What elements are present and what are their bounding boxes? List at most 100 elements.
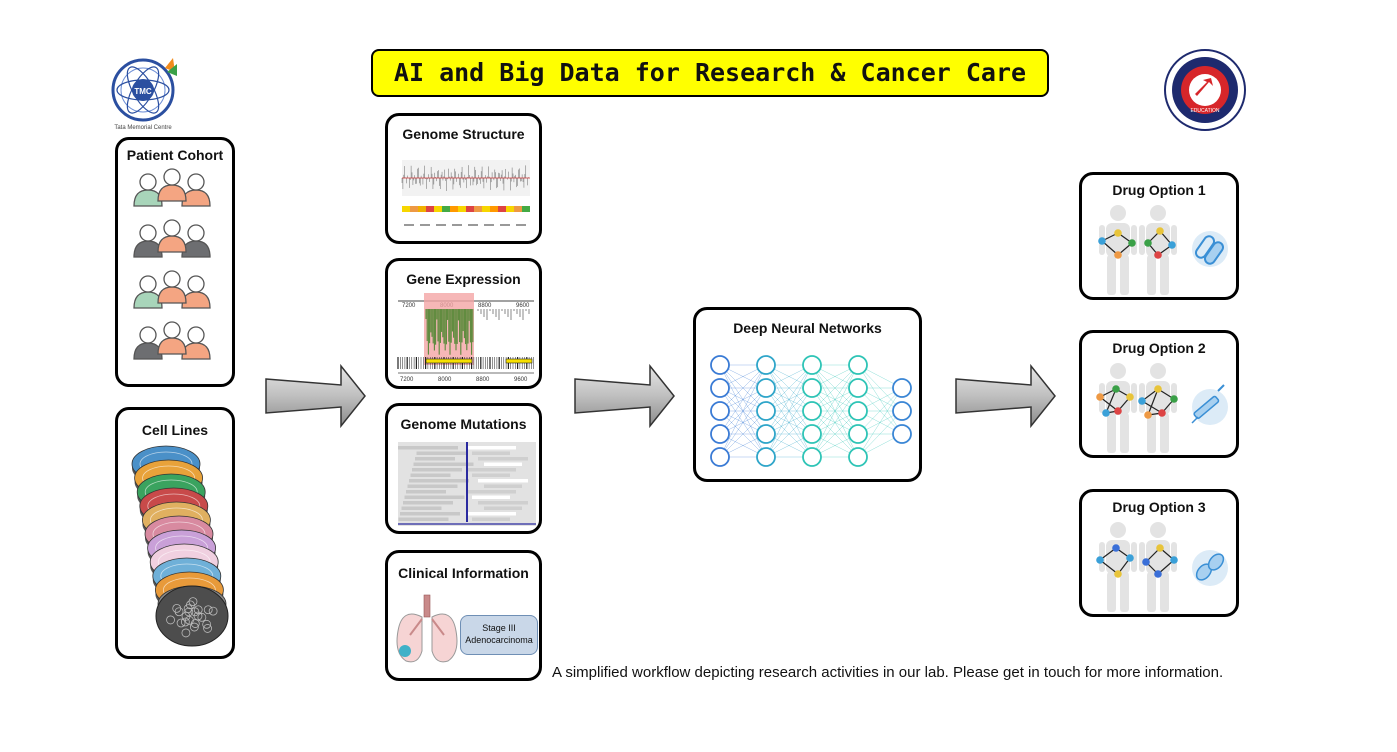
patient-cohort-people <box>133 168 211 360</box>
institute-seal-logo: EDUCATION <box>1164 49 1246 131</box>
network-node <box>802 401 822 421</box>
network-node <box>756 447 776 467</box>
arrow-data-to-network <box>574 363 675 429</box>
heatmap-cell <box>450 206 458 212</box>
drug-option-2-figure <box>1096 363 1228 453</box>
network-node <box>710 447 730 467</box>
seal-center-text: EDUCATION <box>1190 108 1219 114</box>
diagnosis-label: Adenocarcinoma <box>465 635 533 645</box>
drug-option-2-panel: Drug Option 2 <box>1079 330 1239 458</box>
heatmap-cell <box>474 206 482 212</box>
pathway-network <box>1096 544 1134 578</box>
ideogram-segment <box>500 224 510 226</box>
stage-label: Stage III <box>482 623 516 633</box>
heatmap-cell <box>482 206 490 212</box>
patient-cohort-panel: Patient Cohort <box>115 137 235 387</box>
network-node <box>756 424 776 444</box>
person-icon <box>157 321 187 355</box>
network-node <box>756 401 776 421</box>
pathway-network <box>1144 227 1176 259</box>
cell-culture-dishes <box>131 445 229 647</box>
network-node <box>892 401 912 421</box>
heatmap-cell <box>442 206 450 212</box>
drug-option-3-label: Drug Option 3 <box>1112 499 1206 515</box>
heatmap-cell <box>466 206 474 212</box>
heatmap-cell <box>434 206 442 212</box>
human-body-figure <box>1139 205 1177 295</box>
capsule-icon <box>1192 231 1228 267</box>
cell-lines-label: Cell Lines <box>141 422 209 438</box>
arrow-inputs-to-data <box>265 363 366 429</box>
heatmap-cell <box>506 206 514 212</box>
network-node <box>802 447 822 467</box>
human-body-figure <box>1099 522 1137 612</box>
drug-option-3-panel: Drug Option 3 <box>1079 489 1239 617</box>
genome-structure-panel: Genome Structure <box>385 113 542 244</box>
drug-option-1-panel: Drug Option 1 <box>1079 172 1239 300</box>
network-node <box>710 424 730 444</box>
network-node <box>756 355 776 375</box>
genome-mutations-label: Genome Mutations <box>400 416 527 432</box>
ideogram-segment <box>452 224 462 226</box>
neural-network-panel: Deep Neural Networks <box>693 307 922 482</box>
drug-option-2-label: Drug Option 2 <box>1112 340 1206 356</box>
heatmap-cell <box>410 206 418 212</box>
variant-column <box>466 442 468 522</box>
ideogram-segment <box>484 224 494 226</box>
person-icon <box>133 326 163 360</box>
ideogram-segment <box>404 224 414 226</box>
ideogram-segment <box>516 224 526 226</box>
pathway-network <box>1138 385 1178 419</box>
genome-structure-label: Genome Structure <box>402 126 525 142</box>
cell-lines-panel: Cell Lines <box>115 407 235 659</box>
network-node <box>710 378 730 398</box>
ideogram-segment <box>420 224 430 226</box>
heatmap-cell <box>402 206 410 212</box>
network-node <box>848 424 868 444</box>
axis-tick-label: 8800 <box>476 377 490 383</box>
network-node <box>892 424 912 444</box>
syringe-icon <box>1191 384 1228 425</box>
axis-tick-label: 8800 <box>478 303 492 309</box>
neural-network-diagram <box>710 355 912 467</box>
page-title: AI and Big Data for Research & Cancer Ca… <box>371 49 1049 97</box>
pathway-network <box>1142 544 1178 578</box>
person-icon <box>157 270 187 304</box>
network-node <box>802 378 822 398</box>
person-icon <box>181 173 211 207</box>
network-node <box>756 378 776 398</box>
copy-number-plot <box>401 160 530 226</box>
network-node <box>848 378 868 398</box>
tmc-logo: TMC Tata Memorial Centre <box>111 58 177 131</box>
person-icon <box>133 275 163 309</box>
pathway-network <box>1096 385 1134 417</box>
heatmap-cell <box>426 206 434 212</box>
gene-expression-panel: Gene Expression 720080008800960072008000… <box>385 258 542 389</box>
figure-caption: A simplified workflow depicting research… <box>552 664 1224 681</box>
axis-tick-label: 9600 <box>516 303 530 309</box>
clinical-information-panel: Clinical Information Stage III Adenocarc… <box>385 550 542 681</box>
network-node <box>892 378 912 398</box>
person-icon <box>133 224 163 258</box>
drug-option-1-figure <box>1098 205 1228 295</box>
petri-dish-top <box>155 585 229 647</box>
person-icon <box>157 219 187 253</box>
human-body-figure <box>1099 205 1137 295</box>
network-node <box>848 401 868 421</box>
human-body-figure <box>1139 363 1177 453</box>
axis-tick-label: 7200 <box>400 377 414 383</box>
stage-badge: Stage III Adenocarcinoma <box>460 615 538 655</box>
gene-expression-label: Gene Expression <box>406 271 521 287</box>
human-body-figure <box>1139 522 1177 612</box>
person-icon <box>133 173 163 207</box>
network-node <box>848 355 868 375</box>
patient-cohort-label: Patient Cohort <box>126 147 224 163</box>
network-node <box>848 447 868 467</box>
tmc-abbrev: TMC <box>134 87 152 96</box>
ideogram-segment <box>436 224 446 226</box>
lungs-illustration <box>396 594 458 663</box>
network-node <box>802 355 822 375</box>
heatmap-cell <box>514 206 522 212</box>
genome-mutations-panel: Genome Mutations <box>385 403 542 534</box>
network-node <box>710 355 730 375</box>
